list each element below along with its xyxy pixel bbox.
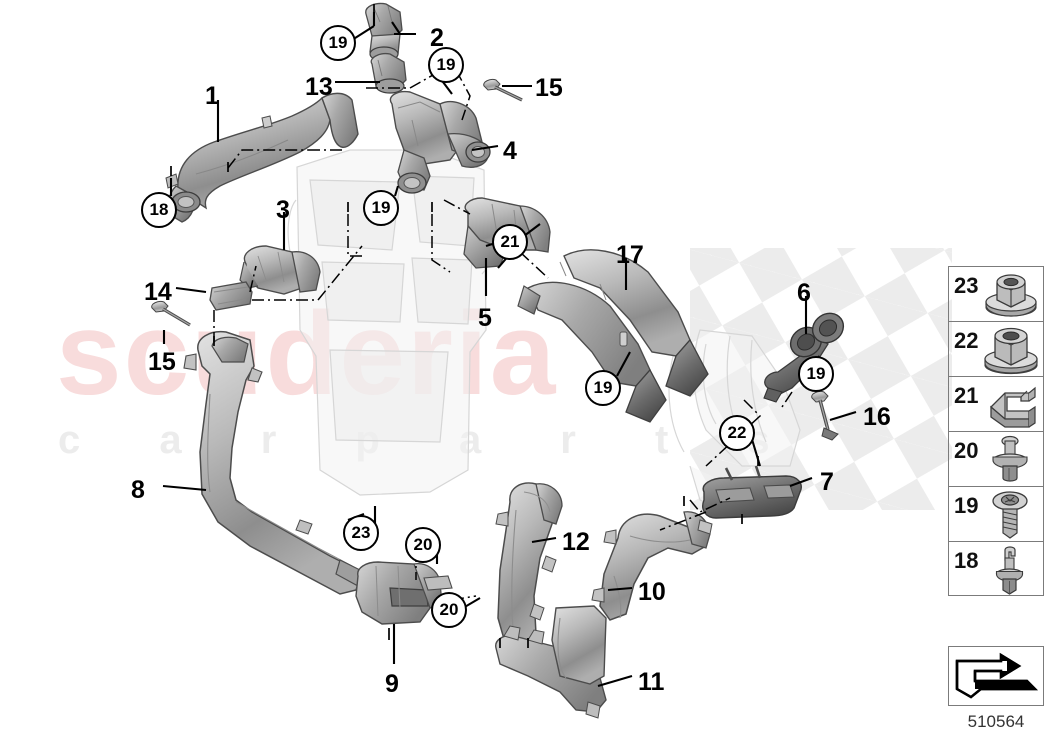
callout-circle-19[interactable]: 19: [585, 370, 621, 406]
callout-circle-21[interactable]: 21: [492, 224, 528, 260]
legend-number: 20: [954, 438, 979, 463]
callout-circle-20[interactable]: 20: [431, 592, 467, 628]
callout-label-15[interactable]: 15: [148, 348, 176, 376]
legend-number: 21: [954, 383, 979, 408]
callout-label-12[interactable]: 12: [562, 528, 590, 556]
diagram-number: 510564: [967, 712, 1025, 731]
direction-arrow-icon: [955, 652, 1038, 699]
callout-label-14[interactable]: 14: [144, 278, 172, 306]
callout-circle-22[interactable]: 22: [719, 415, 755, 451]
direction-arrow-box: [948, 646, 1044, 706]
part-2-nozzle: [365, 2, 403, 62]
callout-label-11[interactable]: 11: [638, 668, 665, 696]
callout-label-4[interactable]: 4: [503, 137, 517, 165]
legend-panel: 23 22 21 20: [948, 266, 1044, 706]
legend-row-22[interactable]: 22: [948, 321, 1044, 376]
callout-label-7[interactable]: 7: [820, 468, 834, 496]
callout-circle-20[interactable]: 20: [405, 527, 441, 563]
legend-number: 22: [954, 328, 979, 353]
callout-label-10[interactable]: 10: [638, 578, 666, 606]
callout-label-2[interactable]: 2: [430, 24, 444, 52]
callout-circle-19[interactable]: 19: [320, 25, 356, 61]
callout-circle-18[interactable]: 18: [141, 192, 177, 228]
spring-clip-icon: [981, 379, 1039, 430]
part-15-screws: [151, 79, 523, 327]
legend-number: 19: [954, 493, 979, 518]
part-12-pillar-duct: [495, 482, 563, 651]
legend-row-19[interactable]: 19: [948, 486, 1044, 541]
callout-label-13[interactable]: 13: [305, 73, 333, 101]
torx-screw-icon: [981, 489, 1039, 540]
callout-label-3[interactable]: 3: [276, 196, 290, 224]
legend-row-20[interactable]: 20: [948, 431, 1044, 486]
callout-circle-19[interactable]: 19: [428, 47, 464, 83]
part-11-sill-duct: [495, 605, 607, 719]
callout-circle-19[interactable]: 19: [363, 190, 399, 226]
callout-label-16[interactable]: 16: [863, 403, 891, 431]
expanding-rivet-icon: [981, 434, 1039, 485]
callout-circle-23[interactable]: 23: [343, 515, 379, 551]
part-7-gasket-tray: [702, 465, 802, 519]
callout-label-9[interactable]: 9: [385, 670, 399, 698]
part-14-bracket: [209, 281, 253, 311]
legend-number: 23: [954, 273, 979, 298]
part-3-elbow-duct: [239, 245, 321, 295]
part-13-connector: [370, 52, 407, 94]
part-17-twin-rail-duct: [517, 249, 709, 423]
part-16-bolt: [811, 391, 839, 441]
callout-label-15[interactable]: 15: [535, 74, 563, 102]
legend-row-21[interactable]: 21: [948, 376, 1044, 431]
part-4-branch-duct: [389, 90, 491, 194]
callout-label-17[interactable]: 17: [616, 241, 644, 269]
callout-circle-19[interactable]: 19: [798, 356, 834, 392]
callout-label-1[interactable]: 1: [205, 82, 219, 110]
callout-label-5[interactable]: 5: [478, 304, 492, 332]
callout-label-6[interactable]: 6: [797, 279, 811, 307]
part-8-floor-duct: [183, 330, 365, 595]
callout-label-8[interactable]: 8: [131, 476, 145, 504]
push-pin-rivet-icon: [981, 544, 1039, 595]
flange-nut-large-icon: [981, 324, 1039, 375]
flange-nut-icon: [981, 269, 1039, 320]
legend-row-23[interactable]: 23: [948, 266, 1044, 321]
legend-row-18[interactable]: 18: [948, 541, 1044, 596]
legend-number: 18: [954, 548, 979, 573]
